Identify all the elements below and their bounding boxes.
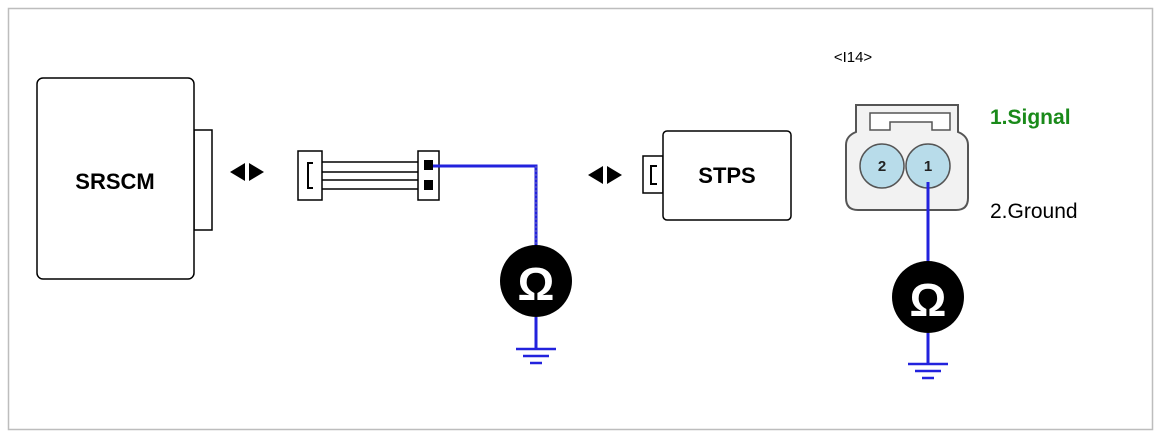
srscm-connector-tab [193,129,213,231]
connector-latch [869,112,951,131]
ground-icon [516,347,556,365]
ohm-symbol-right: Ω [910,274,947,326]
stps-module: STPS [642,130,792,221]
ohmmeter-icon [500,245,572,317]
ohm-symbol-left: Ω [518,258,555,310]
bidirectional-arrow-icon [230,163,264,181]
stps-label: STPS [698,163,755,188]
stps-connector-tab [642,155,664,194]
pin-2-terminal [859,143,905,189]
stps-socket-icon [650,165,657,185]
connector-id: <I14> [834,49,873,66]
ohmmeter-icon [892,261,964,333]
srscm-label: SRSCM [75,169,154,194]
adapter-left-connector [297,150,323,201]
pin-2-number: 2 [878,158,886,175]
adapter-left-socket-icon [307,162,313,189]
bidirectional-arrow-icon [588,166,622,184]
ohmmeter-right: Ω [892,261,964,333]
harness-adapter [297,150,440,201]
pin-2-legend: 2.Ground [990,200,1078,223]
pin-1-legend: 1.Signal [990,106,1071,129]
pin-1-number: 1 [924,158,932,175]
adapter-pin-1-icon [424,160,433,170]
ground-icon [908,362,948,380]
adapter-pin-2-icon [424,180,433,190]
srscm-box [36,77,195,280]
srscm-module: SRSCM [36,77,213,280]
ohmmeter-left: Ω [500,245,572,317]
stps-box [662,130,792,221]
connector-face: 2 1 [845,104,969,211]
adapter-right-connector [417,150,440,201]
